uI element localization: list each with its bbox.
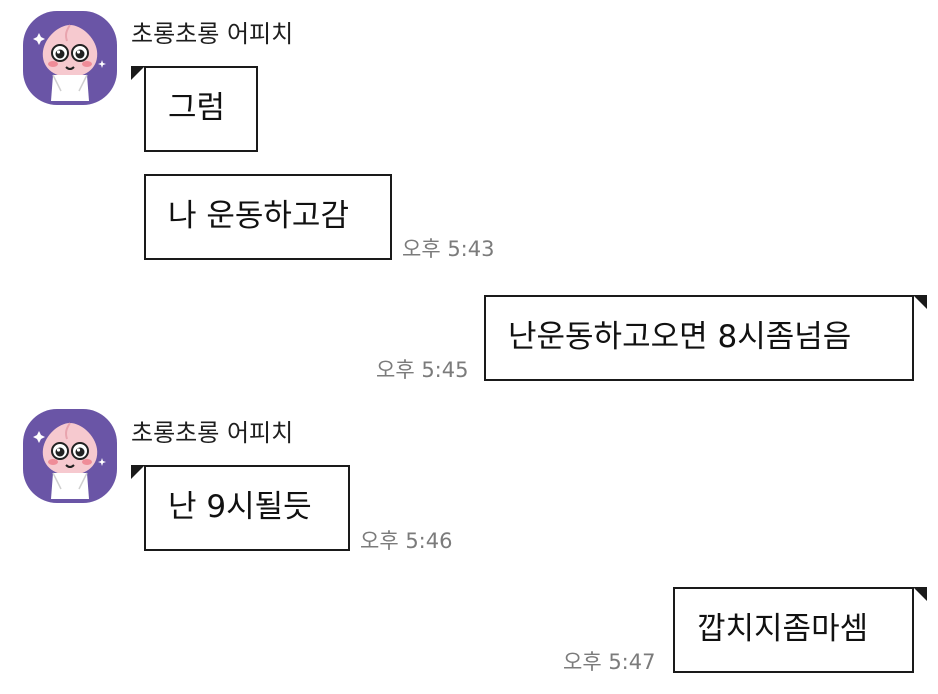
sender-avatar[interactable] [23,409,117,503]
bubble-tail [131,465,145,479]
message-text: 깝치지좀마셈 [697,611,869,647]
sender-avatar[interactable] [23,11,117,105]
sender-name: 초롱초롱 어피치 [131,419,294,447]
message-text: 난운동하고오면 8시좀넘음 [508,319,852,355]
message-bubble-received[interactable]: 나 운동하고감 [144,174,392,260]
sender-name: 초롱초롱 어피치 [131,20,294,48]
bubble-tail [913,295,927,309]
message-timestamp: 오후 5:47 [563,650,656,674]
bubble-tail [913,587,927,601]
message-bubble-received[interactable]: 그럼 [144,66,258,152]
message-bubble-received[interactable]: 난 9시될듯 [144,465,350,551]
apeach-character-icon [33,422,106,499]
message-timestamp: 오후 5:46 [360,529,453,553]
message-timestamp: 오후 5:45 [376,358,469,382]
apeach-character-icon [33,24,106,101]
message-text: 난 9시될듯 [168,489,312,525]
message-bubble-sent[interactable]: 난운동하고오면 8시좀넘음 [484,295,914,381]
message-text: 나 운동하고감 [168,198,349,234]
bubble-tail [131,66,145,80]
message-timestamp: 오후 5:43 [402,237,495,261]
message-bubble-sent[interactable]: 깝치지좀마셈 [673,587,914,673]
message-text: 그럼 [168,90,226,126]
